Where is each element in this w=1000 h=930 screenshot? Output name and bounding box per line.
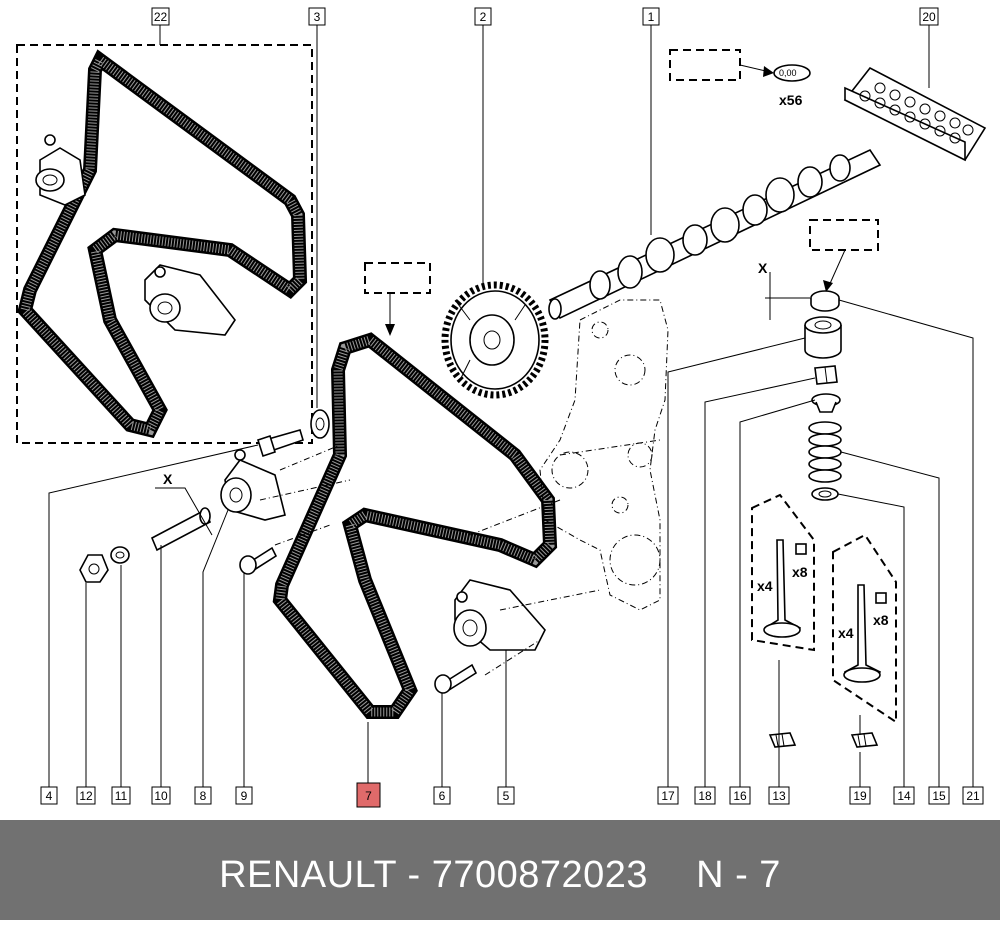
qty-exhaust-collets: x8 — [873, 612, 889, 628]
callout-17: 17 — [657, 786, 679, 805]
qty-shims: x56 — [779, 92, 803, 108]
svg-text:21: 21 — [966, 789, 980, 803]
svg-text:16: 16 — [733, 789, 747, 803]
valve-spring — [808, 421, 842, 483]
callout-7-highlighted: 7 — [356, 782, 381, 808]
qty-intake-collets: x8 — [792, 564, 808, 580]
callout-22: 22 — [151, 7, 170, 26]
idler-roller-5 — [453, 579, 546, 651]
ref-box-belt — [364, 262, 431, 294]
svg-text:7: 7 — [365, 789, 372, 803]
callout-6: 6 — [433, 786, 451, 805]
washer-11 — [110, 546, 130, 564]
tensioner-roller-8 — [220, 449, 286, 521]
callout-8: 8 — [194, 786, 212, 805]
svg-text:10: 10 — [154, 789, 168, 803]
callout-16: 16 — [729, 786, 751, 805]
nut-12 — [79, 554, 109, 583]
exhaust-collet-icon — [875, 592, 887, 604]
diagram-reference: N - 7 — [696, 854, 781, 896]
bolt-4 — [257, 429, 304, 458]
callout-4: 4 — [40, 786, 58, 805]
svg-text:1: 1 — [648, 10, 655, 24]
callout-5: 5 — [497, 786, 515, 805]
camshaft-sprocket — [441, 281, 549, 399]
callout-2: 2 — [474, 7, 492, 26]
cylinder-head-outline — [539, 299, 669, 611]
callout-13: 13 — [768, 786, 790, 805]
kit-tensioner-roller — [35, 134, 86, 206]
part-number: 7700872023 — [431, 854, 649, 896]
svg-text:4: 4 — [46, 789, 53, 803]
qty-intake-valves: x4 — [757, 578, 773, 594]
callout-18: 18 — [694, 786, 716, 805]
spring-seat-washer — [811, 487, 839, 501]
hydraulic-tappet — [804, 316, 842, 359]
callout-15: 15 — [928, 786, 950, 805]
qty-exhaust-valves: x4 — [838, 625, 854, 641]
callout-3: 3 — [308, 7, 326, 26]
svg-text:15: 15 — [932, 789, 946, 803]
callout-11: 11 — [111, 786, 131, 805]
svg-text:19: 19 — [853, 789, 867, 803]
tappet-shim — [810, 290, 840, 312]
svg-text:13: 13 — [772, 789, 786, 803]
svg-text:2: 2 — [480, 10, 487, 24]
kit-idler-roller — [144, 264, 236, 336]
camshaft — [548, 148, 882, 320]
shim-washer — [773, 64, 811, 82]
svg-text:3: 3 — [314, 10, 321, 24]
svg-text:6: 6 — [439, 789, 446, 803]
stud-10 — [150, 507, 212, 552]
kit-dashed-frame — [16, 44, 313, 444]
intake-valve — [763, 539, 802, 638]
clearance-x-label-right: X — [758, 260, 768, 276]
valve-stem-seal-13 — [768, 732, 797, 748]
washer-3 — [310, 409, 330, 439]
exhaust-valve-dashed-frame — [832, 533, 897, 724]
svg-text:18: 18 — [698, 789, 712, 803]
callout-12: 12 — [76, 786, 96, 805]
bolt-6 — [434, 663, 478, 694]
callout-21: 21 — [962, 786, 984, 805]
callout-20: 20 — [919, 7, 939, 26]
assembly-axis-lines — [259, 439, 661, 676]
callout-14: 14 — [893, 786, 915, 805]
svg-text:5: 5 — [503, 789, 510, 803]
brand-name: RENAULT — [219, 854, 397, 896]
ref-box-shims — [669, 49, 741, 81]
svg-text:14: 14 — [897, 789, 911, 803]
kit-timing-belt — [17, 49, 308, 439]
svg-text:8: 8 — [200, 789, 207, 803]
ref-box-tappet — [809, 219, 879, 251]
callout-1: 1 — [642, 7, 660, 26]
valve-collets — [814, 365, 838, 385]
callout-19: 19 — [849, 786, 871, 805]
spring-retainer — [811, 393, 841, 413]
bolt-9 — [239, 546, 278, 575]
svg-text:17: 17 — [661, 789, 675, 803]
svg-text:20: 20 — [922, 10, 936, 24]
shim-kit-box — [843, 66, 987, 162]
callout-9: 9 — [235, 786, 253, 805]
leader-lines — [48, 25, 974, 787]
callout-10: 10 — [151, 786, 171, 805]
svg-text:11: 11 — [115, 789, 128, 803]
exploded-view-diagram: 0,00 x56 X x4 — [16, 7, 987, 808]
valve-stem-seal-19 — [850, 732, 879, 748]
svg-text:22: 22 — [154, 10, 168, 24]
svg-text:9: 9 — [241, 789, 248, 803]
shim-size-label: 0,00 — [779, 68, 797, 78]
clearance-x-label-left: X — [163, 471, 173, 487]
exhaust-valve — [843, 584, 882, 683]
intake-collet-icon — [795, 543, 807, 555]
svg-text:12: 12 — [79, 789, 93, 803]
